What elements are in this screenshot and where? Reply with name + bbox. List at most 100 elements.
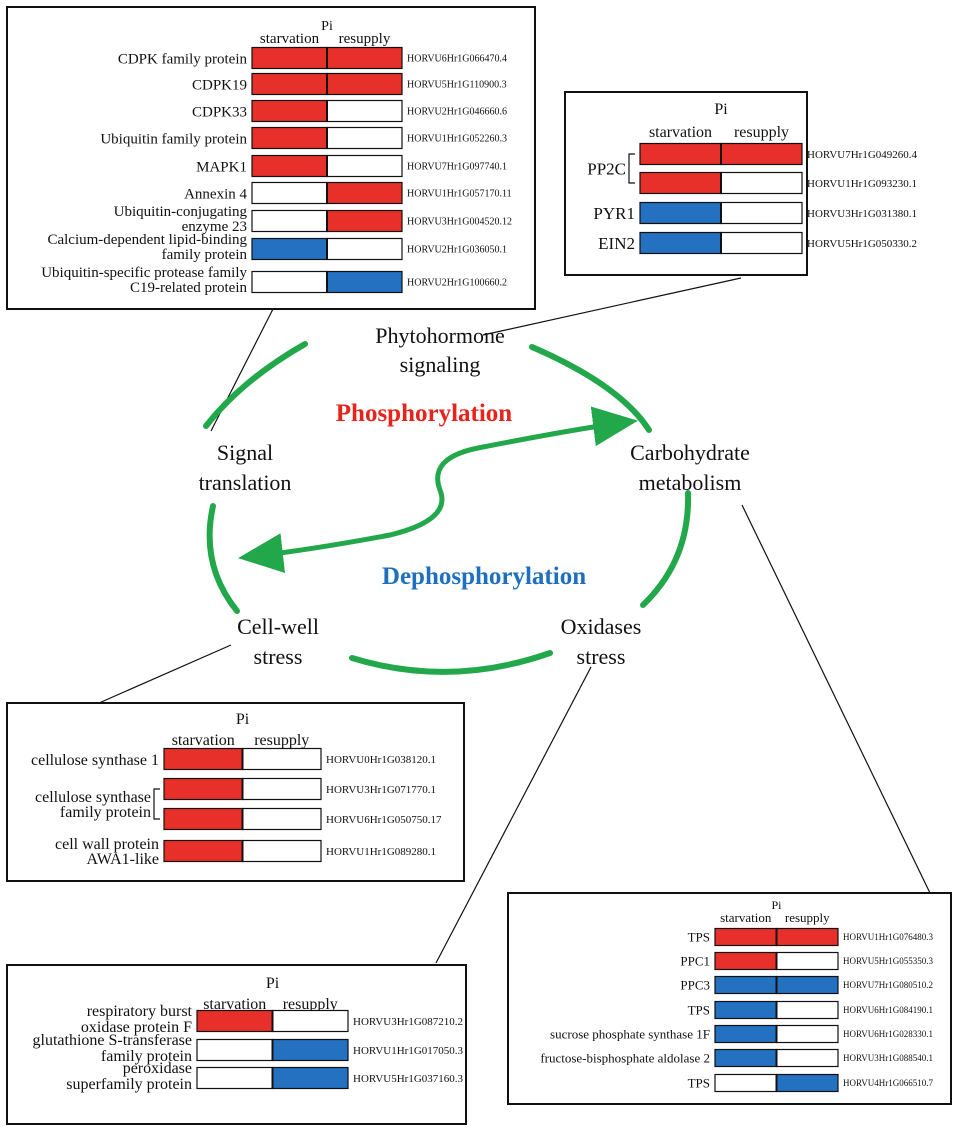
row-label: cellulose synthase [35,789,151,806]
panel-oxidase-row: HORVU5Hr1G037160.3 [196,1066,464,1090]
panel-signal-row: HORVU6Hr1G066470.4 [251,46,507,70]
starvation-cell [196,1009,274,1033]
row-label: TPS [688,1003,710,1018]
row-label: respiratory burst [87,1003,193,1020]
gene-id: HORVU5Hr1G110900.3 [407,80,507,91]
starvation-cell [714,1048,778,1068]
arrow-signal-to-phyto [203,341,308,429]
panel-oxidase-row: HORVU1Hr1G017050.3 [196,1038,464,1062]
resupply-cell [326,181,403,205]
panel-carb-row: HORVU6Hr1G028330.1 [714,1024,933,1044]
starvation-cell [163,777,244,801]
panel-cellwall-row: HORVU3Hr1G071770.1 [163,777,436,801]
gene-id: HORVU2Hr1G046660.6 [407,107,507,118]
gene-id: HORVU3Hr1G087210.2 [353,1016,463,1028]
gene-id: HORVU3Hr1G031380.1 [807,208,917,220]
node-carbohydrate-line1: Carbohydrate [630,440,750,465]
resupply-cell [775,1000,839,1020]
row-label: TPS [688,1076,710,1091]
panel-cellwall-starvation-header: starvation [172,732,235,749]
starvation-cell [163,747,244,771]
panel-phyto-row: HORVU5Hr1G050330.2 [639,231,917,255]
starvation-cell [251,270,328,294]
resupply-cell [271,1066,349,1090]
starvation-cell [639,231,722,255]
node-phytohormone-line2: signaling [400,352,481,377]
row-label: CDPK19 [192,77,247,93]
panel-carb-pi-header: Pi [771,898,782,912]
dephosphorylation-label: Dephosphorylation [382,563,586,590]
resupply-cell [775,951,839,971]
gene-id: HORVU1Hr1G052260.3 [407,134,507,145]
gene-id: HORVU4Hr1G066510.7 [843,1078,934,1088]
row-label: cell wall protein [55,836,159,853]
starvation-cell [251,237,328,261]
gene-id: HORVU3Hr1G004520.12 [407,217,512,228]
starvation-cell [714,1073,778,1093]
row-label: enzyme 23 [182,219,247,235]
panel-phyto-pi-header: Pi [714,101,728,118]
starvation-cell [714,927,778,947]
gene-id: HORVU1Hr1G089280.1 [326,846,436,858]
gene-id: HORVU7Hr1G097740.1 [407,162,507,173]
resupply-cell [775,1073,839,1093]
gene-id: HORVU2Hr1G100660.2 [407,278,507,289]
pp2c-bracket [628,153,635,184]
row-label: sucrose phosphate synthase 1F [550,1027,710,1042]
starvation-cell [714,1000,778,1020]
gene-id: HORVU2Hr1G036050.1 [407,245,507,256]
resupply-cell [271,1009,349,1033]
gene-id: HORVU6Hr1G066470.4 [407,54,507,65]
panel-carb-row: HORVU5Hr1G055350.3 [714,951,934,971]
row-label: PYR1 [593,204,635,223]
starvation-cell [251,72,328,96]
panel-phyto-row: HORVU7Hr1G049260.4 [639,142,918,166]
starvation-cell [251,126,328,150]
row-label: cellulose synthase 1 [31,752,159,769]
cycle-arrows [203,341,692,675]
panel-carb-resupply-header: resupply [785,910,830,925]
gene-id: HORVU1Hr1G017050.3 [353,1045,464,1057]
starvation-cell [714,951,778,971]
gene-id: HORVU1Hr1G093230.1 [807,178,917,190]
arrow-oxidases-to-cellwall [349,650,553,675]
row-label: CDPK33 [192,104,247,120]
resupply-cell [241,839,322,863]
panel-cellwall-pi-header: Pi [236,711,250,728]
panel-signal-row: HORVU2Hr1G036050.1 [251,237,507,261]
starvation-cell [163,807,244,831]
row-label: TPS [688,930,710,945]
panel-oxidase-row: HORVU3Hr1G087210.2 [196,1009,463,1033]
resupply-cell [326,99,403,123]
row-label: PPC1 [680,954,710,969]
gene-id: HORVU6Hr1G050750.17 [326,814,442,826]
panel-phyto-row: HORVU1Hr1G093230.1 [639,171,917,195]
panel-carb-row: HORVU3Hr1G088540.1 [714,1048,933,1068]
center-labels: Phosphorylation Dephosphorylation Phytoh… [199,323,750,669]
starvation-cell [714,1024,778,1044]
gene-id: HORVU0Hr1G038120.1 [326,754,436,766]
gene-id: HORVU5Hr1G055350.3 [843,956,934,966]
phosphorylation-label: Phosphorylation [336,400,513,427]
panel-carb-row: HORVU7Hr1G080510.2 [714,975,933,995]
starvation-cell [251,46,328,70]
connector-carb [741,504,931,894]
resupply-cell [241,747,322,771]
starvation-cell [251,209,328,233]
panel-signal-row: HORVU2Hr1G046660.6 [251,99,507,123]
resupply-cell [326,270,403,294]
resupply-cell [326,72,403,96]
resupply-cell [720,171,803,195]
node-phytohormone-line1: Phytohormone [375,323,505,348]
arrow-phyto-to-carb [529,344,652,433]
row-label: Ubiquitin-conjugating [114,204,248,220]
resupply-cell [720,231,803,255]
panel-phyto-resupply-header: resupply [734,124,789,141]
panel-cellwall-row: HORVU1Hr1G089280.1 [163,839,436,863]
